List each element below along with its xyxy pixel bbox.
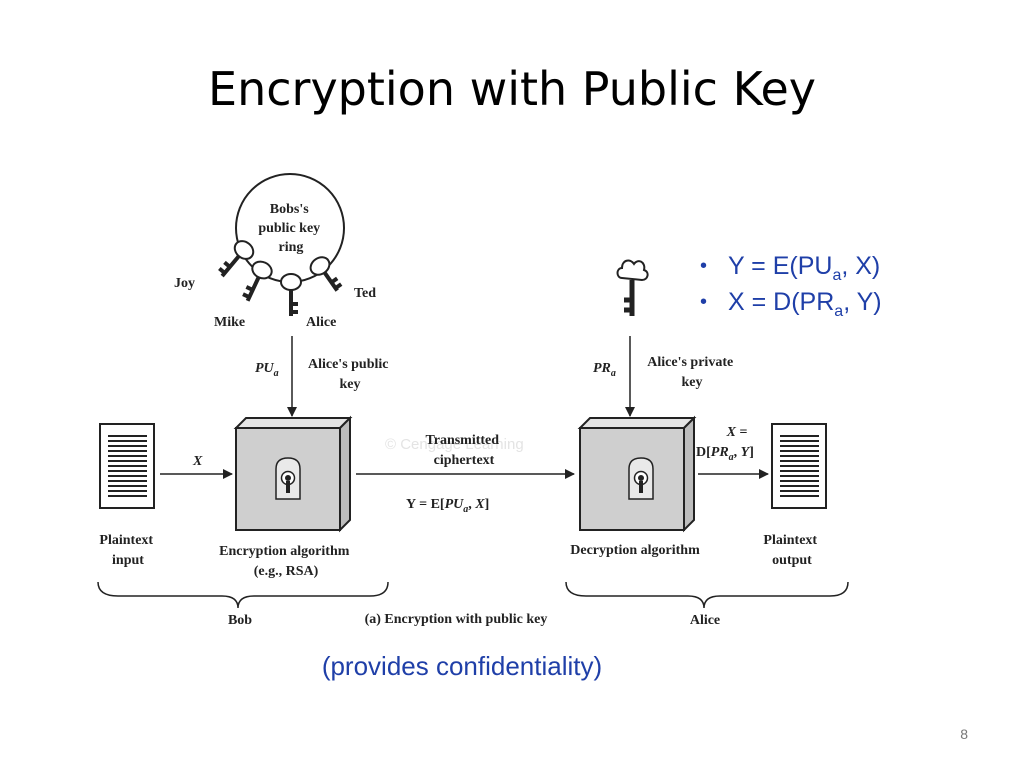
formula-text: , Y): [843, 288, 882, 316]
key-icon: [280, 273, 302, 316]
page-number: 8: [960, 726, 968, 742]
bob-label: Bob: [228, 613, 252, 628]
bob-brace: [97, 581, 389, 609]
confidentiality-caption: (provides confidentiality): [321, 651, 603, 681]
keyring-name-mike: Mike: [214, 315, 245, 330]
watermark-text: © Cengage Learning: [385, 436, 524, 453]
keyring-name-alice: Alice: [306, 315, 336, 330]
input-symbol: X: [192, 454, 203, 469]
private-key-label: Alice's private key: [647, 355, 736, 390]
key-icon: [218, 240, 255, 278]
keyring-name-ted: Ted: [354, 286, 376, 301]
formula-list: •Y = E(PUa, X) •X = D(PRa, Y): [700, 248, 882, 320]
plaintext-input-label: Plaintext input: [99, 533, 156, 568]
bullet-icon: •: [700, 291, 708, 313]
list-item: • X = D(PRa, Y): [700, 284, 882, 320]
private-key-icon: [616, 259, 649, 316]
public-key-ring: Bobs's public key ring: [235, 173, 345, 283]
key-icon: [309, 256, 343, 292]
lock-icon: [628, 457, 654, 500]
private-key-symbol: PRa: [593, 361, 616, 379]
formula-text: X = D(PR: [728, 288, 835, 316]
formula-subscript: a: [832, 267, 842, 284]
lock-icon: [275, 457, 301, 500]
diagram-sub-caption: (a) Encryption with public key: [365, 612, 548, 627]
transmitted-label: Transmitted ciphertext: [425, 433, 502, 468]
slide-title: Encryption with Public Key: [208, 62, 816, 116]
formula-text: , X): [841, 252, 881, 280]
decryption-label: Decryption algorithm: [570, 543, 700, 558]
cipher-formula: Y = E[PUa, X]: [406, 497, 489, 515]
plaintext-output-label: Plaintext output: [763, 533, 820, 568]
plaintext-output-document: [771, 423, 827, 509]
bullet-icon: •: [700, 255, 708, 277]
encryption-box: [233, 415, 353, 533]
alice-label: Alice: [690, 613, 720, 628]
formula-text: Y = E(PU: [728, 252, 833, 280]
keyring-label: Bobs's public key ring: [258, 202, 323, 255]
encryption-label: Encryption algorithm (e.g., RSA): [219, 544, 353, 579]
plaintext-input-document: [99, 423, 155, 509]
output-formula-line2: D[PRa, Y]: [696, 445, 754, 463]
alice-brace: [565, 581, 849, 609]
formula-subscript: a: [834, 303, 844, 320]
keyring-name-joy: Joy: [174, 276, 195, 291]
public-key-symbol: PUa: [255, 361, 279, 379]
key-icon: [242, 260, 273, 302]
output-formula: X =: [726, 425, 748, 440]
public-key-label: Alice's public key: [308, 357, 392, 392]
list-item: • Y = E(PUa, X): [700, 248, 882, 284]
decryption-box: [577, 415, 697, 533]
